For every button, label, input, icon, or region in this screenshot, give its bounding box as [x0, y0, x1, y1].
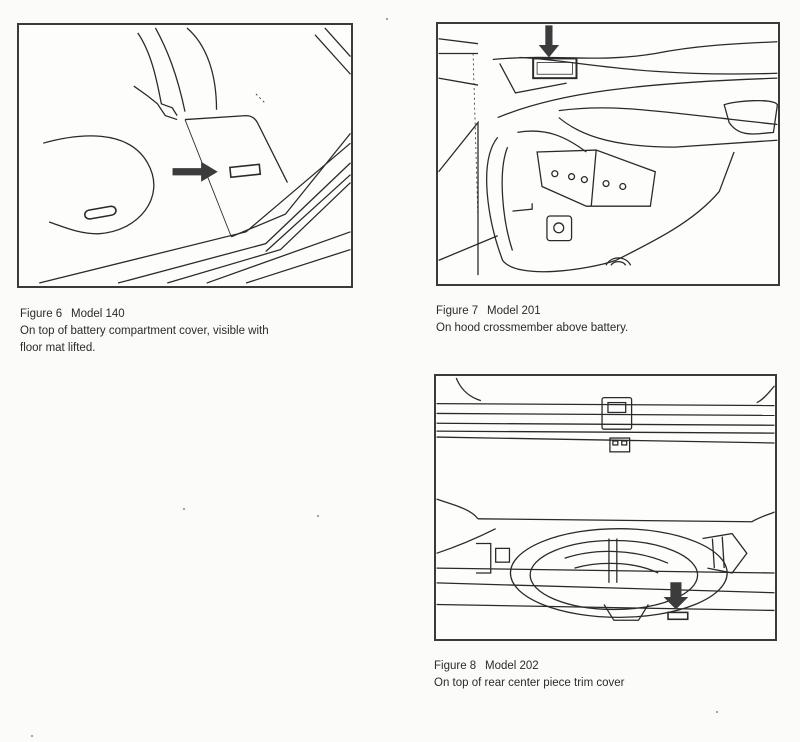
- figure-7-caption: Figure 7 Model 201 On hood crossmember ab…: [436, 303, 628, 337]
- model-name: Model 201: [487, 305, 541, 317]
- scan-speck: [716, 711, 718, 713]
- caption-line: On top of battery compartment cover, vis…: [20, 325, 269, 337]
- figure-7-heading: Figure 7 Model 201: [436, 303, 628, 320]
- caption-line: On hood crossmember above battery.: [436, 322, 629, 334]
- figure-7-illustration: [436, 22, 780, 286]
- scan-speck: [183, 508, 185, 510]
- figure-6-caption: Figure 6 Model 140 On top of battery comp…: [20, 306, 269, 357]
- scan-speck: [31, 735, 33, 737]
- scan-speck: [386, 18, 388, 20]
- caption-line: On top of rear center piece trim cover: [434, 677, 625, 689]
- model-name: Model 140: [71, 308, 125, 320]
- figure-8-illustration: [434, 374, 777, 641]
- figure-8-caption: Figure 8 Model 202 On top of rear center …: [434, 658, 624, 692]
- scan-speck: [317, 515, 319, 517]
- figure-number: Figure 8: [434, 660, 477, 672]
- figure-number: Figure 6: [20, 308, 63, 320]
- figure-number: Figure 7: [436, 305, 479, 317]
- figure-6-heading: Figure 6 Model 140: [20, 306, 269, 323]
- figure-6-illustration: [17, 23, 353, 288]
- figure-8-heading: Figure 8 Model 202: [434, 658, 624, 675]
- model-name: Model 202: [485, 660, 539, 672]
- caption-line: floor mat lifted.: [20, 342, 96, 354]
